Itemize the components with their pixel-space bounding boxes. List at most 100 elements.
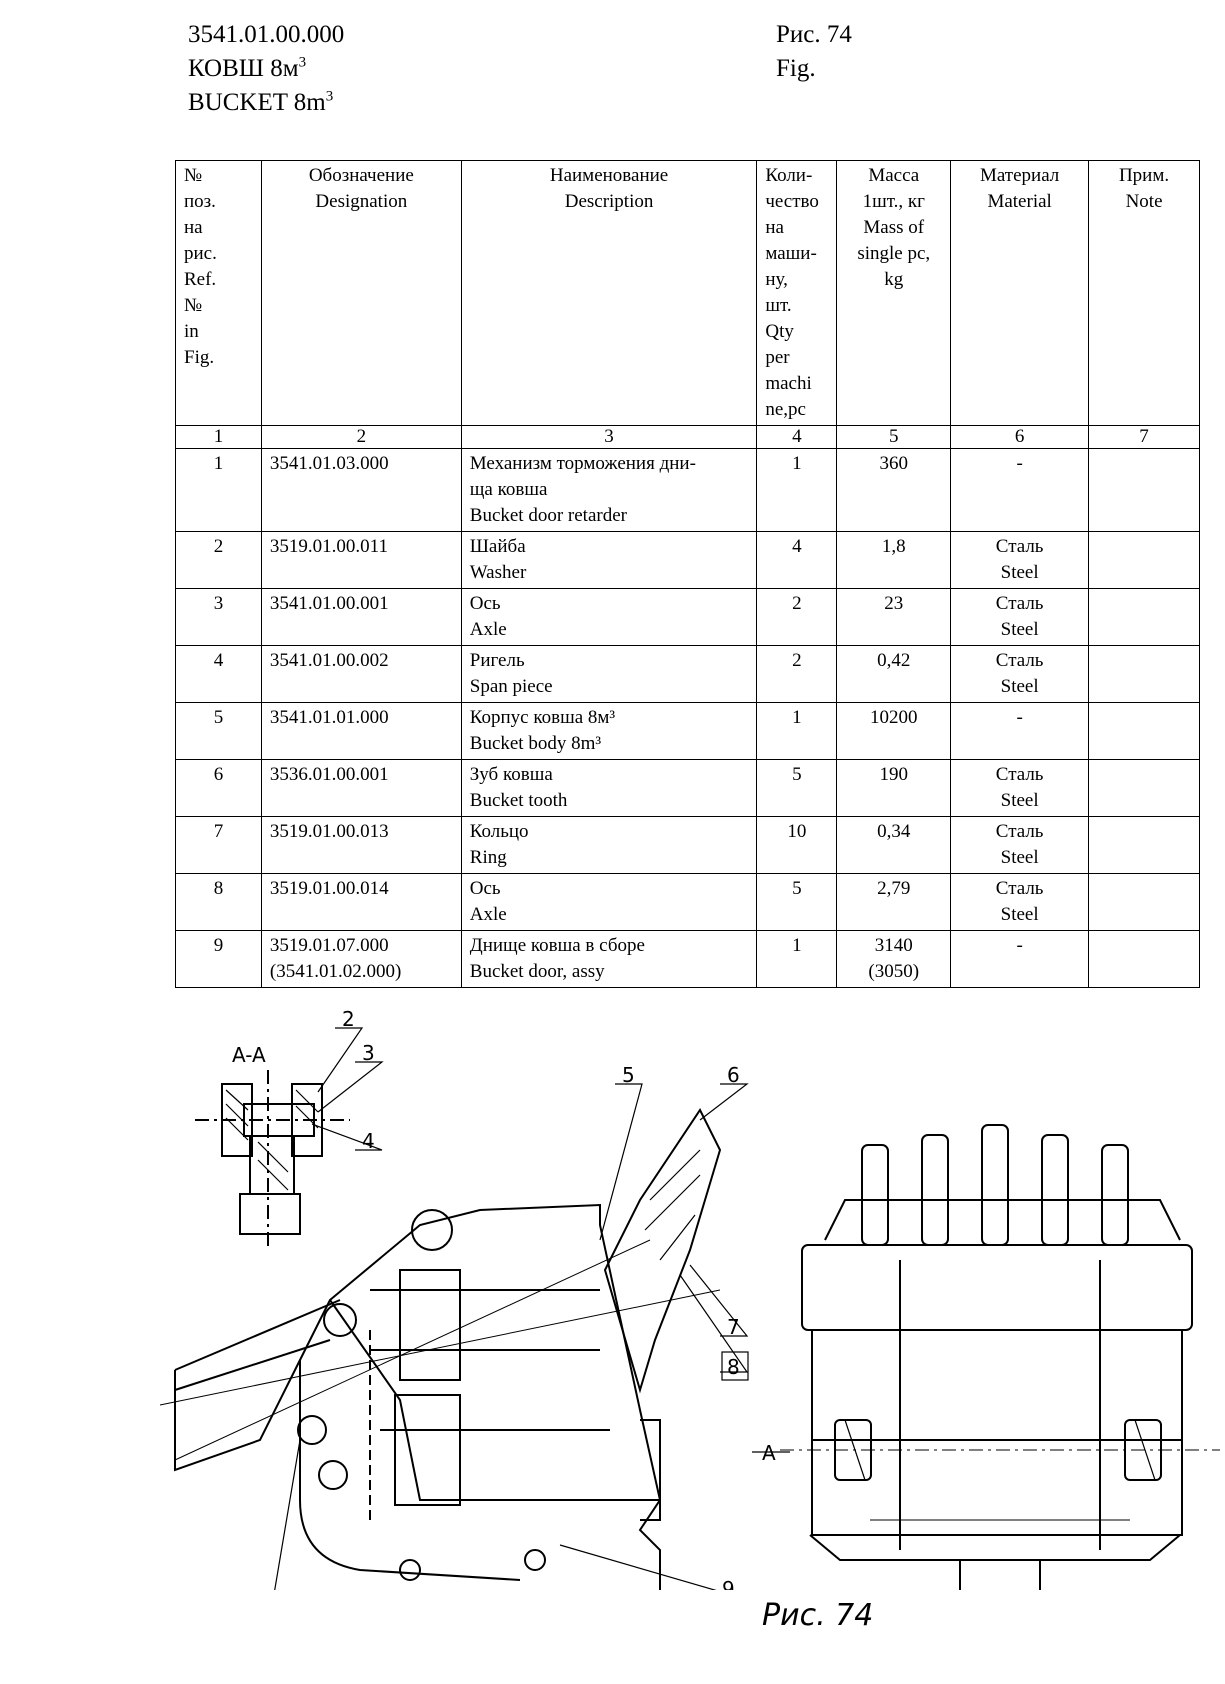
cell-material: -: [950, 448, 1090, 532]
column-number: 6: [950, 425, 1090, 449]
cell-designation: 3519.01.00.014: [260, 873, 462, 931]
cell-note: [1088, 873, 1200, 931]
cell-material: -: [950, 930, 1090, 988]
column-number: 7: [1088, 425, 1200, 449]
cell-description: Механизм торможения дни- ща ковша Bucket…: [460, 448, 758, 532]
bucket-assembly-drawing: A-A A 1 2 3 4 5 6 7 8 9: [159, 1007, 1220, 1590]
cell-designation: 3519.01.00.011: [260, 531, 462, 589]
column-number-row: 1 2 3 4 5 6 7: [175, 425, 1200, 449]
cell-mass: 2,79: [836, 873, 952, 931]
cell-mass: 3140 (3050): [836, 930, 952, 988]
cell-qty: 5: [756, 873, 838, 931]
cell-material: Сталь Steel: [950, 645, 1090, 703]
parts-table: № поз. на рис. Ref. № in Fig. Обозначени…: [175, 160, 1200, 988]
cell-note: [1088, 588, 1200, 646]
bucket-side-view: [159, 1108, 722, 1590]
title-ru: КОВШ 8м3: [188, 54, 307, 82]
column-number: 3: [460, 425, 758, 449]
figure-number-ru: Рис. 74: [776, 21, 852, 48]
cell-mass: 360: [836, 448, 952, 532]
cell-material: Сталь Steel: [950, 531, 1090, 589]
cell-qty: 10: [756, 816, 838, 874]
cell-mass: 10200: [836, 702, 952, 760]
header-material: Материал Material: [950, 160, 1090, 426]
callout-5: 5: [622, 1063, 635, 1087]
document-header-right: Рис. 74 Fig.: [776, 18, 852, 86]
cell-ref: 8: [175, 873, 262, 931]
cell-qty: 1: [756, 448, 838, 532]
cell-description: Днище ковша в сборе Bucket door, assy: [460, 930, 758, 988]
cell-ref: 5: [175, 702, 262, 760]
cell-mass: 0,34: [836, 816, 952, 874]
cell-description: Ось Axle: [460, 873, 758, 931]
figure-caption: Рис. 74: [762, 1598, 874, 1633]
figure-number-en: Fig.: [776, 55, 816, 82]
table-header-row: № поз. на рис. Ref. № in Fig. Обозначени…: [175, 160, 1200, 426]
cell-qty: 2: [756, 588, 838, 646]
cell-note: [1088, 531, 1200, 589]
header-ref: № поз. на рис. Ref. № in Fig.: [175, 160, 262, 426]
cell-note: [1088, 759, 1200, 817]
cell-designation: 3541.01.03.000: [260, 448, 462, 532]
cell-description: Кольцо Ring: [460, 816, 758, 874]
cell-description: Шайба Washer: [460, 531, 758, 589]
column-number: 2: [260, 425, 462, 449]
cell-ref: 1: [175, 448, 262, 532]
cell-qty: 1: [756, 702, 838, 760]
section-a-a-view: [195, 1070, 350, 1250]
cell-mass: 190: [836, 759, 952, 817]
title-en: BUCKET 8m3: [188, 88, 334, 116]
cell-note: [1088, 645, 1200, 703]
cell-designation: 3519.01.07.000 (3541.01.02.000): [260, 930, 462, 988]
callout-8: 8: [727, 1355, 740, 1379]
cell-note: [1088, 816, 1200, 874]
cell-note: [1088, 930, 1200, 988]
cell-material: -: [950, 702, 1090, 760]
cell-description: Ригель Span piece: [460, 645, 758, 703]
cell-ref: 6: [175, 759, 262, 817]
cell-mass: 1,8: [836, 531, 952, 589]
header-mass: Масса 1шт., кг Mass of single pc, kg: [836, 160, 952, 426]
cell-description: Корпус ковша 8м³ Bucket body 8m³: [460, 702, 758, 760]
cell-qty: 4: [756, 531, 838, 589]
cell-ref: 2: [175, 531, 262, 589]
cell-qty: 5: [756, 759, 838, 817]
part-code: 3541.01.00.000: [188, 21, 345, 48]
cell-ref: 3: [175, 588, 262, 646]
document-header-left: 3541.01.00.000 КОВШ 8м3 BUCKET 8m3: [188, 18, 344, 120]
cell-material: Сталь Steel: [950, 873, 1090, 931]
callout-leaders: [274, 1027, 790, 1590]
callout-7: 7: [727, 1315, 740, 1339]
callout-3: 3: [362, 1041, 375, 1065]
header-designation: Обозначение Designation: [260, 160, 462, 426]
column-number: 4: [756, 425, 838, 449]
cell-mass: 23: [836, 588, 952, 646]
cell-qty: 1: [756, 930, 838, 988]
cell-designation: 3519.01.00.013: [260, 816, 462, 874]
header-note: Прим. Note: [1088, 160, 1200, 426]
section-label: A-A: [232, 1043, 266, 1067]
bucket-front-view: [780, 1124, 1220, 1590]
cell-designation: 3541.01.00.001: [260, 588, 462, 646]
cell-qty: 2: [756, 645, 838, 703]
cell-note: [1088, 702, 1200, 760]
cell-mass: 0,42: [836, 645, 952, 703]
callout-4: 4: [362, 1129, 375, 1153]
cell-material: Сталь Steel: [950, 759, 1090, 817]
callout-2: 2: [342, 1007, 355, 1031]
side-view-label: A: [762, 1441, 776, 1465]
teeth-row: [824, 1124, 1181, 1246]
header-description: Наименование Description: [460, 160, 758, 426]
header-qty: Коли- чество на маши- ну, шт. Qty per ma…: [756, 160, 838, 426]
cell-ref: 7: [175, 816, 262, 874]
cell-description: Ось Axle: [460, 588, 758, 646]
callout-9: 9: [722, 1577, 735, 1590]
callout-6: 6: [727, 1063, 740, 1087]
